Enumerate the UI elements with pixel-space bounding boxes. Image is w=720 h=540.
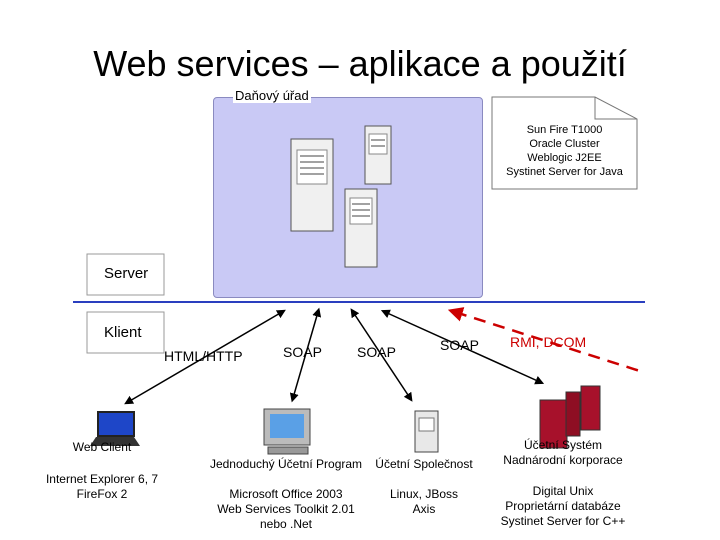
note-line: Weblogic J2EE [527,152,602,164]
server-tower-icon [290,138,334,232]
corp-detail: Digital Unix Proprietární databáze Systi… [486,484,640,529]
detail-line: Digital Unix [532,484,594,498]
web-client-name: Web Client [72,440,132,454]
detail-line: Systinet Server for C++ [500,514,626,528]
corp-name: Účetní Systém Nadnárodní korporace [488,438,638,468]
note-document [491,96,638,190]
program-name: Jednoduchý Účetní Program [209,457,363,471]
note-line: Oracle Cluster [529,138,600,150]
protocol-soap-1: SOAP [283,344,322,360]
detail-line: Linux, JBoss [389,487,459,501]
desktop-pc-icon [263,408,311,455]
detail-line: FireFox 2 [76,487,128,501]
company-name: Účetní Společnost [375,457,473,471]
arrow-html [124,309,286,405]
protocol-soap-3: SOAP [440,337,479,353]
arrow-rmi-dcom [447,307,644,374]
arrow-soap-3 [380,309,545,385]
laptop-icon [90,411,140,446]
detail-line: Microsoft Office 2003 [229,487,343,501]
server-label: Server [104,265,149,282]
client-label: Klient [104,324,142,341]
arrow-soap-1 [289,307,322,403]
name-line: Účetní Systém [523,438,603,452]
protocol-html-http: HTML/HTTP [164,348,243,364]
server-tower-icon [414,410,439,453]
protocol-soap-2: SOAP [357,344,396,360]
detail-line: Web Services Toolkit 2.01 [217,502,355,516]
server-box [86,253,165,296]
name-line: Nadnárodní korporace [503,453,623,467]
server-tower-icon [344,188,378,268]
zone-label: Daňový úřad [233,88,311,103]
server-tower-icon [364,125,392,185]
server-note: Sun Fire T1000 Oracle Cluster Weblogic J… [492,123,637,179]
detail-line: Proprietární databáze [505,499,621,513]
detail-line: Internet Explorer 6, 7 [45,472,159,486]
note-line: Sun Fire T1000 [526,124,603,136]
web-client-detail: Internet Explorer 6, 7 FireFox 2 [22,472,182,502]
detail-line: Axis [412,502,436,516]
protocol-rmi-dcom: RMI, DCOM [510,334,587,350]
server-rack-icon [539,385,601,449]
company-detail: Linux, JBoss Axis [368,487,480,517]
detail-line: nebo .Net [259,517,313,531]
page-title: Web services – aplikace a použití [93,43,627,84]
program-detail: Microsoft Office 2003 Web Services Toolk… [196,487,376,532]
note-line: Systinet Server for Java [506,166,623,178]
